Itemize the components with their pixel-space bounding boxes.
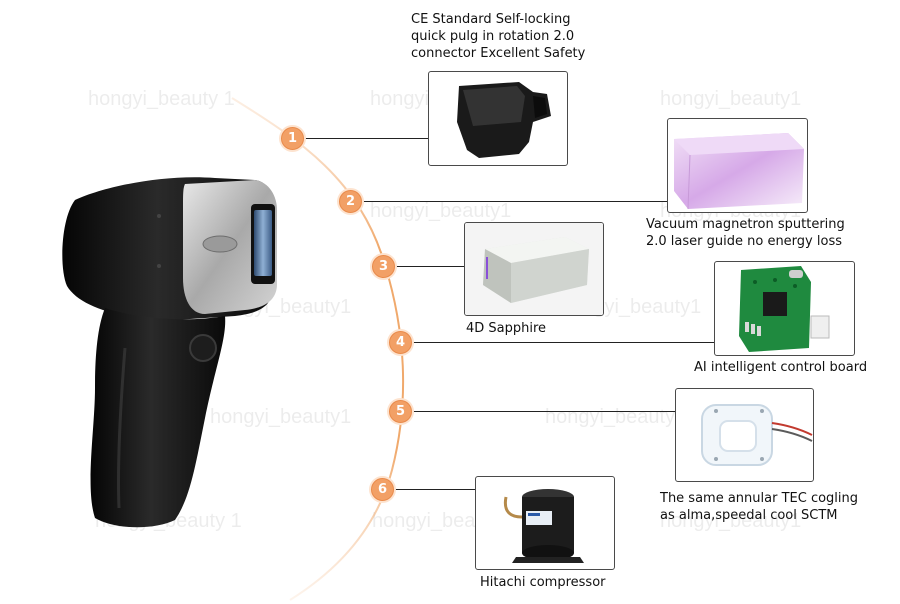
feature-badge-6: 6 bbox=[371, 478, 394, 501]
leader-line-4 bbox=[410, 342, 715, 343]
feature-image-connector bbox=[428, 71, 568, 166]
laser-handpiece-image bbox=[62, 177, 277, 528]
feature-image-sapphire bbox=[464, 222, 604, 316]
feature-badge-2: 2 bbox=[339, 190, 362, 213]
feature-caption-5: The same annular TEC cogling as alma,spe… bbox=[660, 491, 859, 523]
feature-caption-4: AI intelligent control board bbox=[694, 360, 868, 375]
leader-line-1 bbox=[302, 138, 429, 139]
feature-badge-1: 1 bbox=[281, 127, 304, 150]
watermark: hongyi_beauty1 bbox=[660, 88, 802, 110]
leader-line-5 bbox=[410, 411, 676, 412]
feature-badge-3: 3 bbox=[372, 255, 395, 278]
watermark: hongyi_beauty1 bbox=[210, 406, 352, 428]
feature-image-laser-guide bbox=[667, 118, 808, 213]
feature-caption-3: 4D Sapphire bbox=[466, 321, 547, 336]
feature-image-control-board bbox=[714, 261, 855, 356]
feature-badge-4: 4 bbox=[389, 331, 412, 354]
feature-caption-2: Vacuum magnetron sputtering 2.0 laser gu… bbox=[646, 217, 845, 249]
watermark: hongyi_beauty1 bbox=[370, 200, 512, 222]
feature-badge-5: 5 bbox=[389, 400, 412, 423]
leader-line-2 bbox=[360, 201, 668, 202]
feature-caption-1: CE Standard Self-locking quick pulg in r… bbox=[411, 12, 586, 61]
watermark: hongyi_beauty 1 bbox=[88, 88, 235, 110]
leader-line-3 bbox=[393, 266, 465, 267]
watermark: hongyi_beauty1 bbox=[660, 510, 802, 532]
leader-line-6 bbox=[392, 489, 476, 490]
feature-image-tec-cooler bbox=[675, 388, 814, 482]
feature-caption-6: Hitachi compressor bbox=[480, 575, 606, 590]
feature-image-compressor bbox=[475, 476, 615, 570]
